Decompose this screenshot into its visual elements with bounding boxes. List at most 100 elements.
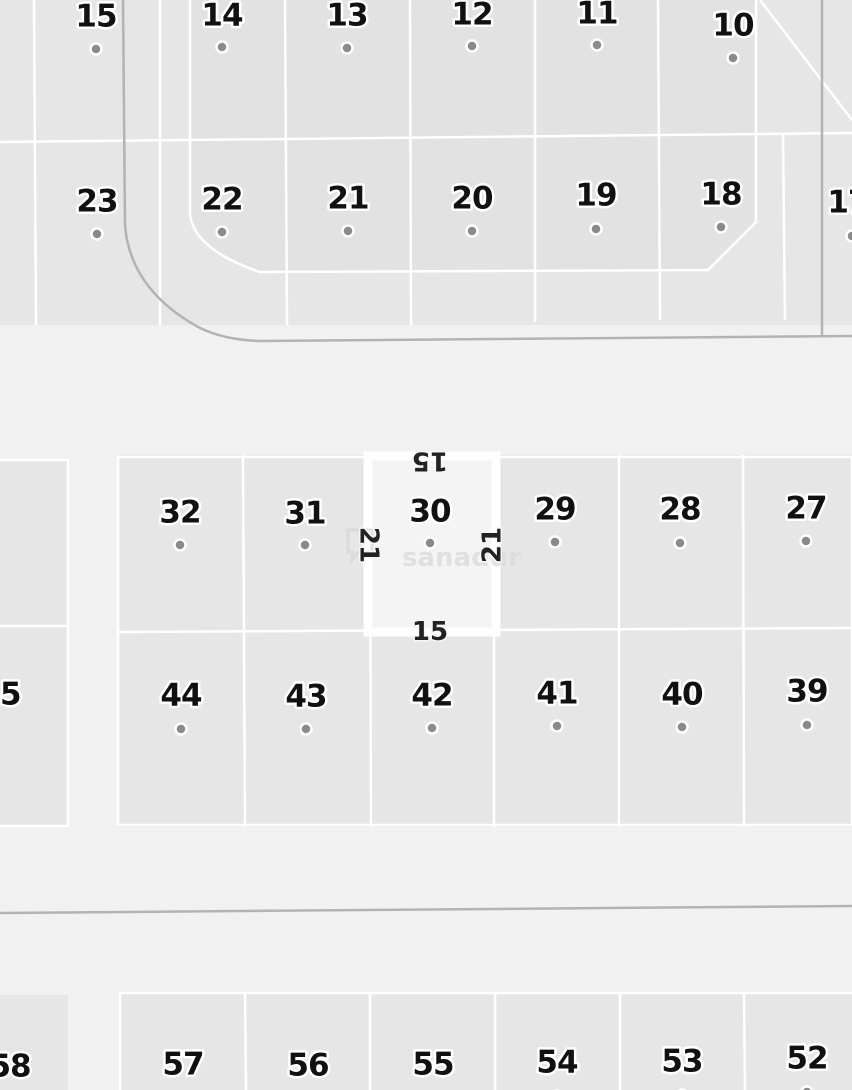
plot-12[interactable]: 12 [449,0,496,53]
plot-27[interactable]: 27 [783,488,830,548]
plot-marker-dot[interactable] [589,222,603,236]
plot-marker-dot[interactable] [800,1085,814,1090]
plot-13[interactable]: 13 [324,0,371,55]
plot-number-label[interactable]: 42 [409,675,456,716]
plot-marker-dot[interactable] [726,51,740,65]
plot-45[interactable]: 45 [0,674,24,734]
watermark-text: sanadur [402,543,521,573]
plot-marker-dot[interactable] [341,224,355,238]
plot-22[interactable]: 22 [199,179,246,239]
plot-21[interactable]: 21 [325,178,372,238]
plot-number-label[interactable]: 31 [282,493,329,534]
plot-32[interactable]: 32 [157,492,204,552]
plot-17[interactable]: 17 [825,182,852,243]
plot-marker-dot[interactable] [548,535,562,549]
plot-number-label[interactable]: 29 [532,489,579,530]
plot-number-label[interactable]: 13 [324,0,371,36]
plot-number-label[interactable]: 11 [574,0,621,34]
plot-marker-dot[interactable] [800,718,814,732]
plot-15[interactable]: 15 [73,0,120,56]
plot-29[interactable]: 29 [532,489,579,549]
plot-number-label[interactable]: 44 [158,675,206,716]
plot-marker-dot[interactable] [465,224,479,238]
plot-number-label[interactable]: 52 [784,1038,831,1079]
plot-number-label[interactable]: 12 [449,0,496,35]
plot-marker-dot[interactable] [298,538,312,552]
plot-number-label[interactable]: 43 [283,676,330,717]
parcel-block-left-strip [0,460,68,825]
plot-marker-dot[interactable] [299,722,313,736]
plot-43[interactable]: 43 [283,676,330,736]
plot-number-label[interactable]: 56 [285,1045,332,1086]
plot-31[interactable]: 31 [282,493,329,552]
plot-40[interactable]: 40 [659,674,707,734]
plot-28[interactable]: 28 [657,489,704,550]
plot-53[interactable]: 53 [659,1041,706,1090]
plot-number-label[interactable]: 27 [783,488,830,529]
plot-30[interactable]: 30 [407,491,455,550]
plot-42[interactable]: 42 [409,675,456,735]
plot-marker-dot[interactable] [799,534,813,548]
plot-54[interactable]: 54 [534,1042,582,1090]
plot-55[interactable]: 55 [410,1044,457,1090]
plot-marker-dot[interactable] [590,38,604,52]
plot-number-label[interactable]: 39 [784,671,831,712]
plot-18[interactable]: 18 [698,174,745,234]
plot-58[interactable]: 58 [0,1046,34,1090]
plot-number-label[interactable]: 32 [157,492,204,533]
dimension-top: 15 [412,446,448,476]
plot-marker-dot[interactable] [174,722,188,736]
plot-number-label[interactable]: 41 [534,673,581,714]
plot-number-label[interactable]: 21 [325,178,372,219]
plot-number-label[interactable]: 55 [410,1044,457,1085]
plot-23[interactable]: 23 [74,181,121,241]
plot-marker-dot[interactable] [465,39,479,53]
plot-number-label[interactable]: 14 [199,0,247,36]
plot-marker-dot[interactable] [425,721,439,735]
plot-number-label[interactable]: 53 [659,1041,706,1082]
plot-number-label[interactable]: 20 [449,178,497,219]
plot-number-label[interactable]: 45 [0,674,24,715]
plot-44[interactable]: 44 [158,675,206,736]
plot-marker-dot[interactable] [90,227,104,241]
parcel-block-bottom [120,992,852,1090]
plot-marker-dot[interactable] [845,229,852,243]
plot-56[interactable]: 56 [285,1045,332,1090]
plot-marker-dot[interactable] [215,40,229,54]
plot-marker-dot[interactable] [423,536,437,550]
plot-41[interactable]: 41 [534,673,581,733]
plot-number-label[interactable]: 58 [0,1046,34,1087]
plot-marker-dot[interactable] [173,538,187,552]
plot-number-label[interactable]: 30 [407,491,455,532]
plot-number-label[interactable]: 18 [698,174,745,215]
plot-number-label[interactable]: 17 [825,182,852,223]
plot-marker-dot[interactable] [215,225,229,239]
plot-number-label[interactable]: 28 [657,489,704,530]
plot-marker-dot[interactable] [675,720,689,734]
plot-number-label[interactable]: 54 [534,1042,582,1083]
plot-number-label[interactable]: 23 [74,181,121,222]
plot-number-label[interactable]: 10 [710,5,758,46]
plot-marker-dot[interactable] [340,41,354,55]
plot-57[interactable]: 57 [160,1044,207,1090]
plot-11[interactable]: 11 [574,0,621,52]
plot-52[interactable]: 52 [784,1038,831,1090]
plot-number-label[interactable]: 57 [160,1044,207,1085]
plot-39[interactable]: 39 [784,671,831,732]
plot-number-label[interactable]: 15 [73,0,120,37]
plot-marker-dot[interactable] [550,719,564,733]
plot-20[interactable]: 20 [449,178,497,238]
plot-number-label[interactable]: 22 [199,179,246,220]
plot-marker-dot[interactable] [673,536,687,550]
plot-number-label[interactable]: 40 [659,674,707,715]
plot-marker-dot[interactable] [714,220,728,234]
plot-14[interactable]: 14 [199,0,247,54]
dimension-left: 21 [354,527,384,563]
plot-10[interactable]: 10 [710,5,758,65]
plot-number-label[interactable]: 19 [573,175,620,216]
plot-marker-dot[interactable] [89,42,103,56]
plot-19[interactable]: 19 [573,175,620,236]
